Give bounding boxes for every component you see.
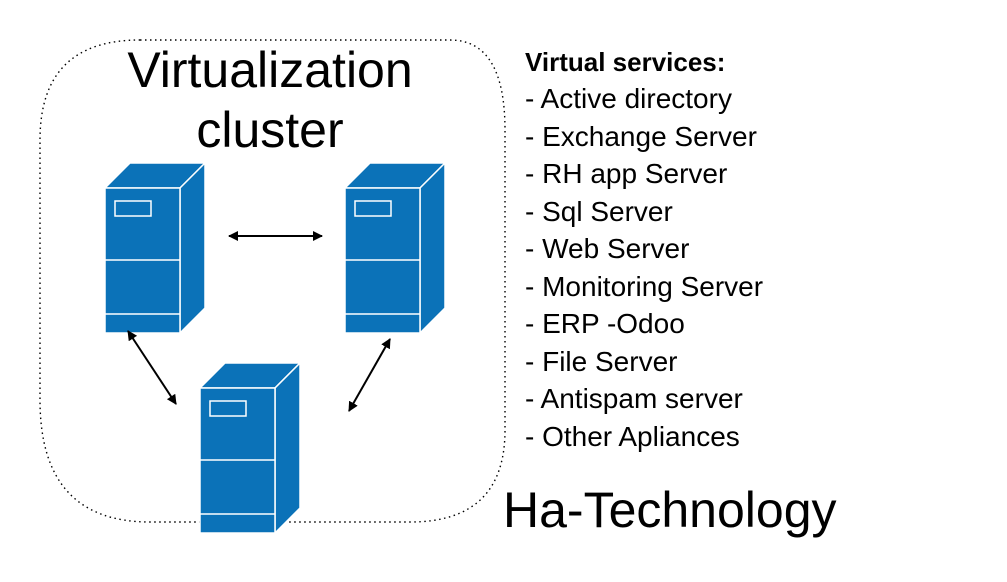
service-item: - Web Server (525, 233, 690, 264)
arrow-right-bottom (348, 338, 391, 412)
service-item: - Antispam server (525, 383, 743, 414)
service-item: - Active directory (525, 83, 732, 114)
service-item: - Other Apliances (525, 420, 740, 452)
brand-name: Ha-Technology (503, 482, 837, 538)
cluster-boundary (39, 39, 506, 523)
service-item: - Sql Server (525, 195, 673, 227)
service-item: - File Server (525, 345, 678, 377)
services-panel: Virtual services: - Active directory - E… (525, 44, 763, 455)
cluster-title: Virtualization cluster (90, 40, 450, 160)
service-item: - Exchange Server (525, 120, 757, 152)
arrow-left-bottom (127, 330, 177, 405)
service-item: - RH app Server (525, 158, 728, 189)
service-item: - Monitoring Server (525, 270, 764, 302)
server-icon-top-left (104, 162, 206, 334)
server-icon-top-right (344, 162, 446, 334)
services-heading: Virtual services: (525, 47, 726, 77)
cluster-title-line2: cluster (196, 102, 344, 158)
server-icon-bottom (199, 362, 301, 534)
cluster-title-line1: Virtualization (127, 42, 413, 98)
service-item: - ERP -Odoo (525, 308, 685, 339)
service-list: - Active directory - Exchange Server - R… (525, 80, 763, 455)
